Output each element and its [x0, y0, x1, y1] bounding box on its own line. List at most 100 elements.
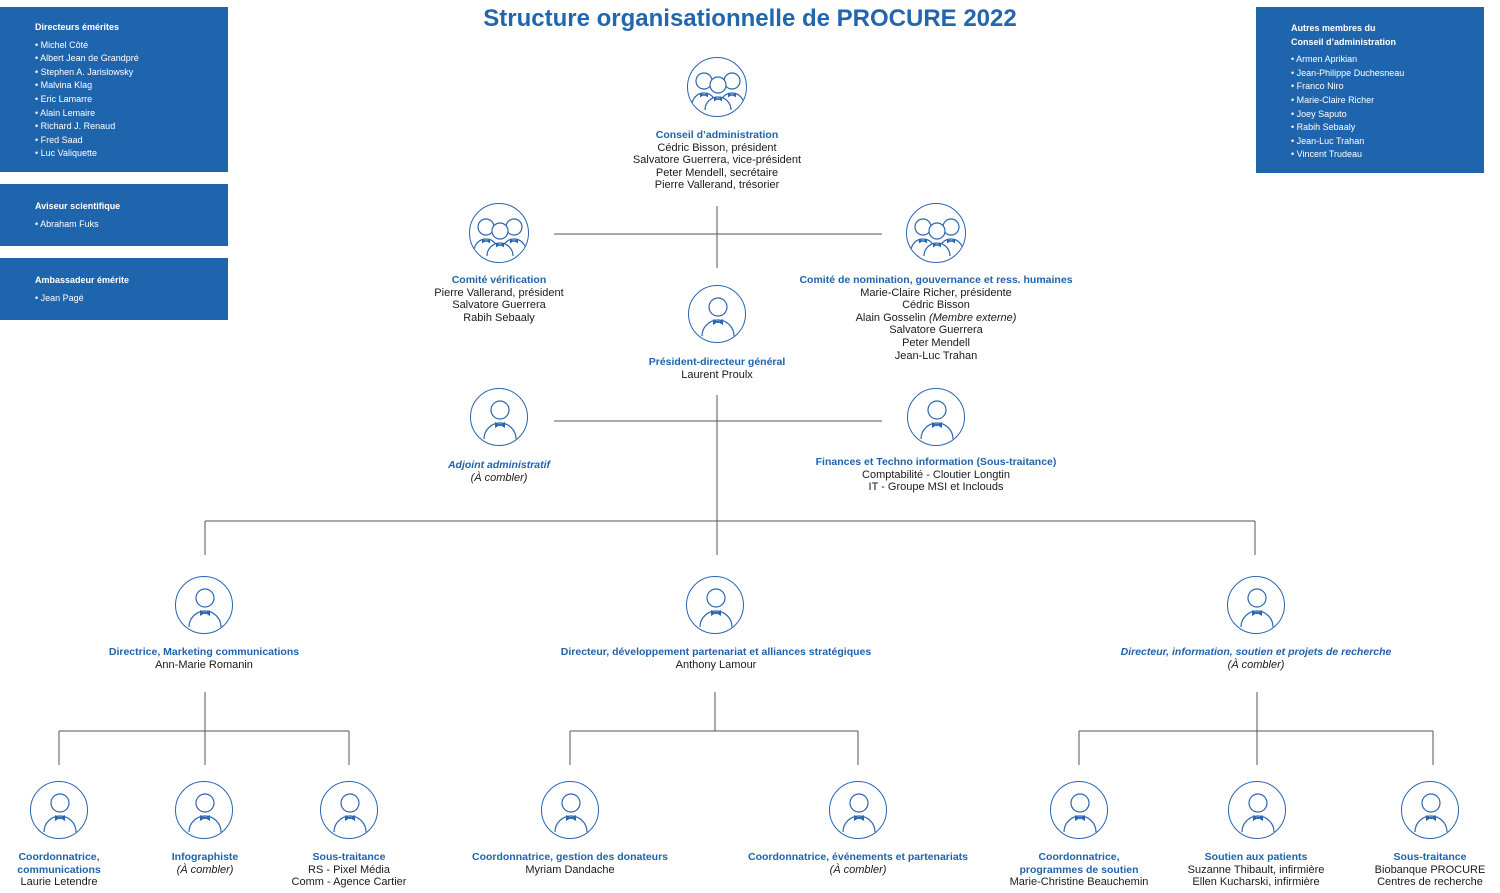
node-title: Directrice, Marketing communications [108, 646, 300, 658]
node-president-directeur-general: Président-directeur général Laurent Prou… [649, 356, 786, 381]
panel-item: Franco Niro [1291, 80, 1484, 94]
node-line: Pierre Vallerand, président [434, 286, 564, 299]
node-line: (À combler) [176, 863, 234, 876]
node-line: Marie-Christine Beauchemin [1009, 876, 1149, 889]
node-line: Salvatore Guerrera [889, 324, 983, 337]
person-avatar-icon [1228, 781, 1286, 839]
person-avatar-icon [907, 388, 965, 446]
node-line: Salvatore Guerrera, vice-président [632, 154, 802, 167]
person-avatar-icon [175, 576, 233, 634]
node-line: Peter Mendell, secrétaire [655, 166, 779, 179]
node-conseil-administration: Conseil d’administration Cédric Bisson, … [633, 129, 801, 192]
node-title: Finances et Techno information (Sous-tra… [815, 456, 1057, 468]
person-avatar-icon [686, 576, 744, 634]
node-line: Marie-Claire Richer, présidente [860, 286, 1012, 299]
person-avatar-icon [175, 781, 233, 839]
panel-item: Armen Aprikian [1291, 53, 1484, 67]
node-title: Soutien aux patients [1204, 851, 1308, 863]
node-sous-traitance-marketing: Sous-traitance RS - Pixel Média Comm - A… [292, 851, 407, 889]
node-line: Comm - Agence Cartier [291, 876, 407, 889]
member-name: Alain Gosselin [855, 311, 929, 324]
node-soutien-patients: Soutien aux patients Suzanne Thibault, i… [1188, 851, 1325, 889]
person-avatar-icon [30, 781, 88, 839]
node-infographiste: Infographiste (À combler) [172, 851, 239, 876]
panel-item: Malvina Klag [35, 79, 228, 93]
person-avatar-icon [688, 285, 746, 343]
panel-item: Abraham Fuks [35, 218, 228, 232]
node-coordonnatrice-evenements: Coordonnatrice, événements et partenaria… [748, 851, 968, 876]
node-line: Laurent Proulx [681, 368, 753, 381]
group-avatar-icon [906, 203, 966, 263]
node-title: Comité de nomination, gouvernance et res… [799, 274, 1073, 286]
panel-item: Rabih Sebaaly [1291, 121, 1484, 135]
node-title: Coordonnatrice, événements et partenaria… [748, 851, 968, 863]
node-line: Jean-Luc Trahan [894, 349, 978, 362]
node-sous-traitance-recherche: Sous-traitance Biobanque PROCURE Centres… [1375, 851, 1486, 889]
node-title: Directeur, développement partenariat et … [560, 646, 872, 658]
node-coordonnatrice-programmes: Coordonnatrice, programmes de soutien Ma… [1010, 851, 1149, 889]
panel-item: Eric Lamarre [35, 93, 228, 107]
panel-ambassadeur-emerite: Ambassadeur émérite Jean Pagé [0, 258, 228, 320]
panel-item: Jean-Luc Trahan [1291, 135, 1484, 149]
node-coordonnatrice-donateurs: Coordonnatrice, gestion des donateurs My… [472, 851, 668, 876]
node-title: Adjoint administratif [447, 459, 551, 471]
person-avatar-icon [470, 388, 528, 446]
node-line: Ellen Kucharski, infirmière [1192, 876, 1320, 889]
node-coordonnatrice-communications: Coordonnatrice, communications Laurie Le… [17, 851, 100, 889]
node-line: (À combler) [829, 863, 887, 876]
panel-directeurs-emerites: Directeurs émérites Michel Côté Albert J… [0, 7, 228, 172]
node-line: Ann-Marie Romanin [155, 658, 253, 671]
node-line: Pierre Vallerand, trésorier [654, 179, 780, 192]
node-title: Infographiste [171, 851, 239, 863]
node-directeur-information: Directeur, information, soutien et proje… [1121, 646, 1392, 671]
node-line: IT - Groupe MSI et Inclouds [868, 481, 1004, 494]
group-avatar-icon [687, 57, 747, 117]
panel-heading: Directeurs émérites [35, 22, 120, 32]
person-avatar-icon [541, 781, 599, 839]
panel-heading: Autres membres du Conseil d’administrati… [1291, 23, 1397, 47]
panel-item: Richard J. Renaud [35, 120, 228, 134]
node-line: (À combler) [470, 471, 528, 484]
node-title: Conseil d’administration [655, 129, 779, 141]
person-avatar-icon [1401, 781, 1459, 839]
person-avatar-icon [1050, 781, 1108, 839]
panel-item: Jean Pagé [35, 292, 228, 306]
node-directrice-marketing: Directrice, Marketing communications Ann… [109, 646, 299, 671]
person-avatar-icon [320, 781, 378, 839]
node-title: Directeur, information, soutien et proje… [1120, 646, 1392, 658]
node-comite-verification: Comité vérification Pierre Vallerand, pr… [434, 274, 563, 324]
node-line: Anthony Lamour [675, 658, 757, 671]
panel-item: Albert Jean de Grandpré [35, 52, 228, 66]
node-directeur-developpement: Directeur, développement partenariat et … [561, 646, 871, 671]
node-title: Sous-traitance [1393, 851, 1467, 863]
node-line: (À combler) [1227, 658, 1285, 671]
node-title: Coordonnatrice, communications [17, 851, 101, 876]
node-line: Myriam Dandache [525, 863, 615, 876]
node-line: Cédric Bisson [902, 299, 970, 312]
node-line: Rabih Sebaaly [463, 311, 535, 324]
node-adjoint-administratif: Adjoint administratif (À combler) [448, 459, 550, 484]
panel-item: Jean-Philippe Duchesneau [1291, 67, 1484, 81]
group-avatar-icon [469, 203, 529, 263]
node-title: Président-directeur général [648, 356, 786, 368]
node-comite-nomination: Comité de nomination, gouvernance et res… [799, 274, 1072, 362]
node-title: Coordonnatrice, gestion des donateurs [471, 851, 669, 863]
node-line: Suzanne Thibault, infirmière [1187, 863, 1325, 876]
panel-item: Luc Valiquette [35, 147, 228, 161]
node-line: Cédric Bisson, président [657, 141, 777, 154]
panel-item: Michel Côté [35, 39, 228, 53]
node-finances-techno: Finances et Techno information (Sous-tra… [816, 456, 1057, 494]
panel-item: Fred Saad [35, 134, 228, 148]
panel-item: Marie-Claire Richer [1291, 94, 1484, 108]
node-line: Salvatore Guerrera [452, 299, 546, 312]
panel-heading: Aviseur scientifique [35, 201, 121, 211]
panel-autres-membres: Autres membres du Conseil d’administrati… [1256, 7, 1484, 173]
panel-item: Stephen A. Jarislowsky [35, 66, 228, 80]
member-note: (Membre externe) [928, 311, 1017, 324]
panel-item: Joey Saputo [1291, 108, 1484, 122]
node-title: Sous-traitance [312, 851, 386, 863]
node-title: Comité vérification [451, 274, 547, 286]
node-line: Biobanque PROCURE [1374, 863, 1486, 876]
node-line: Peter Mendell [902, 336, 970, 349]
